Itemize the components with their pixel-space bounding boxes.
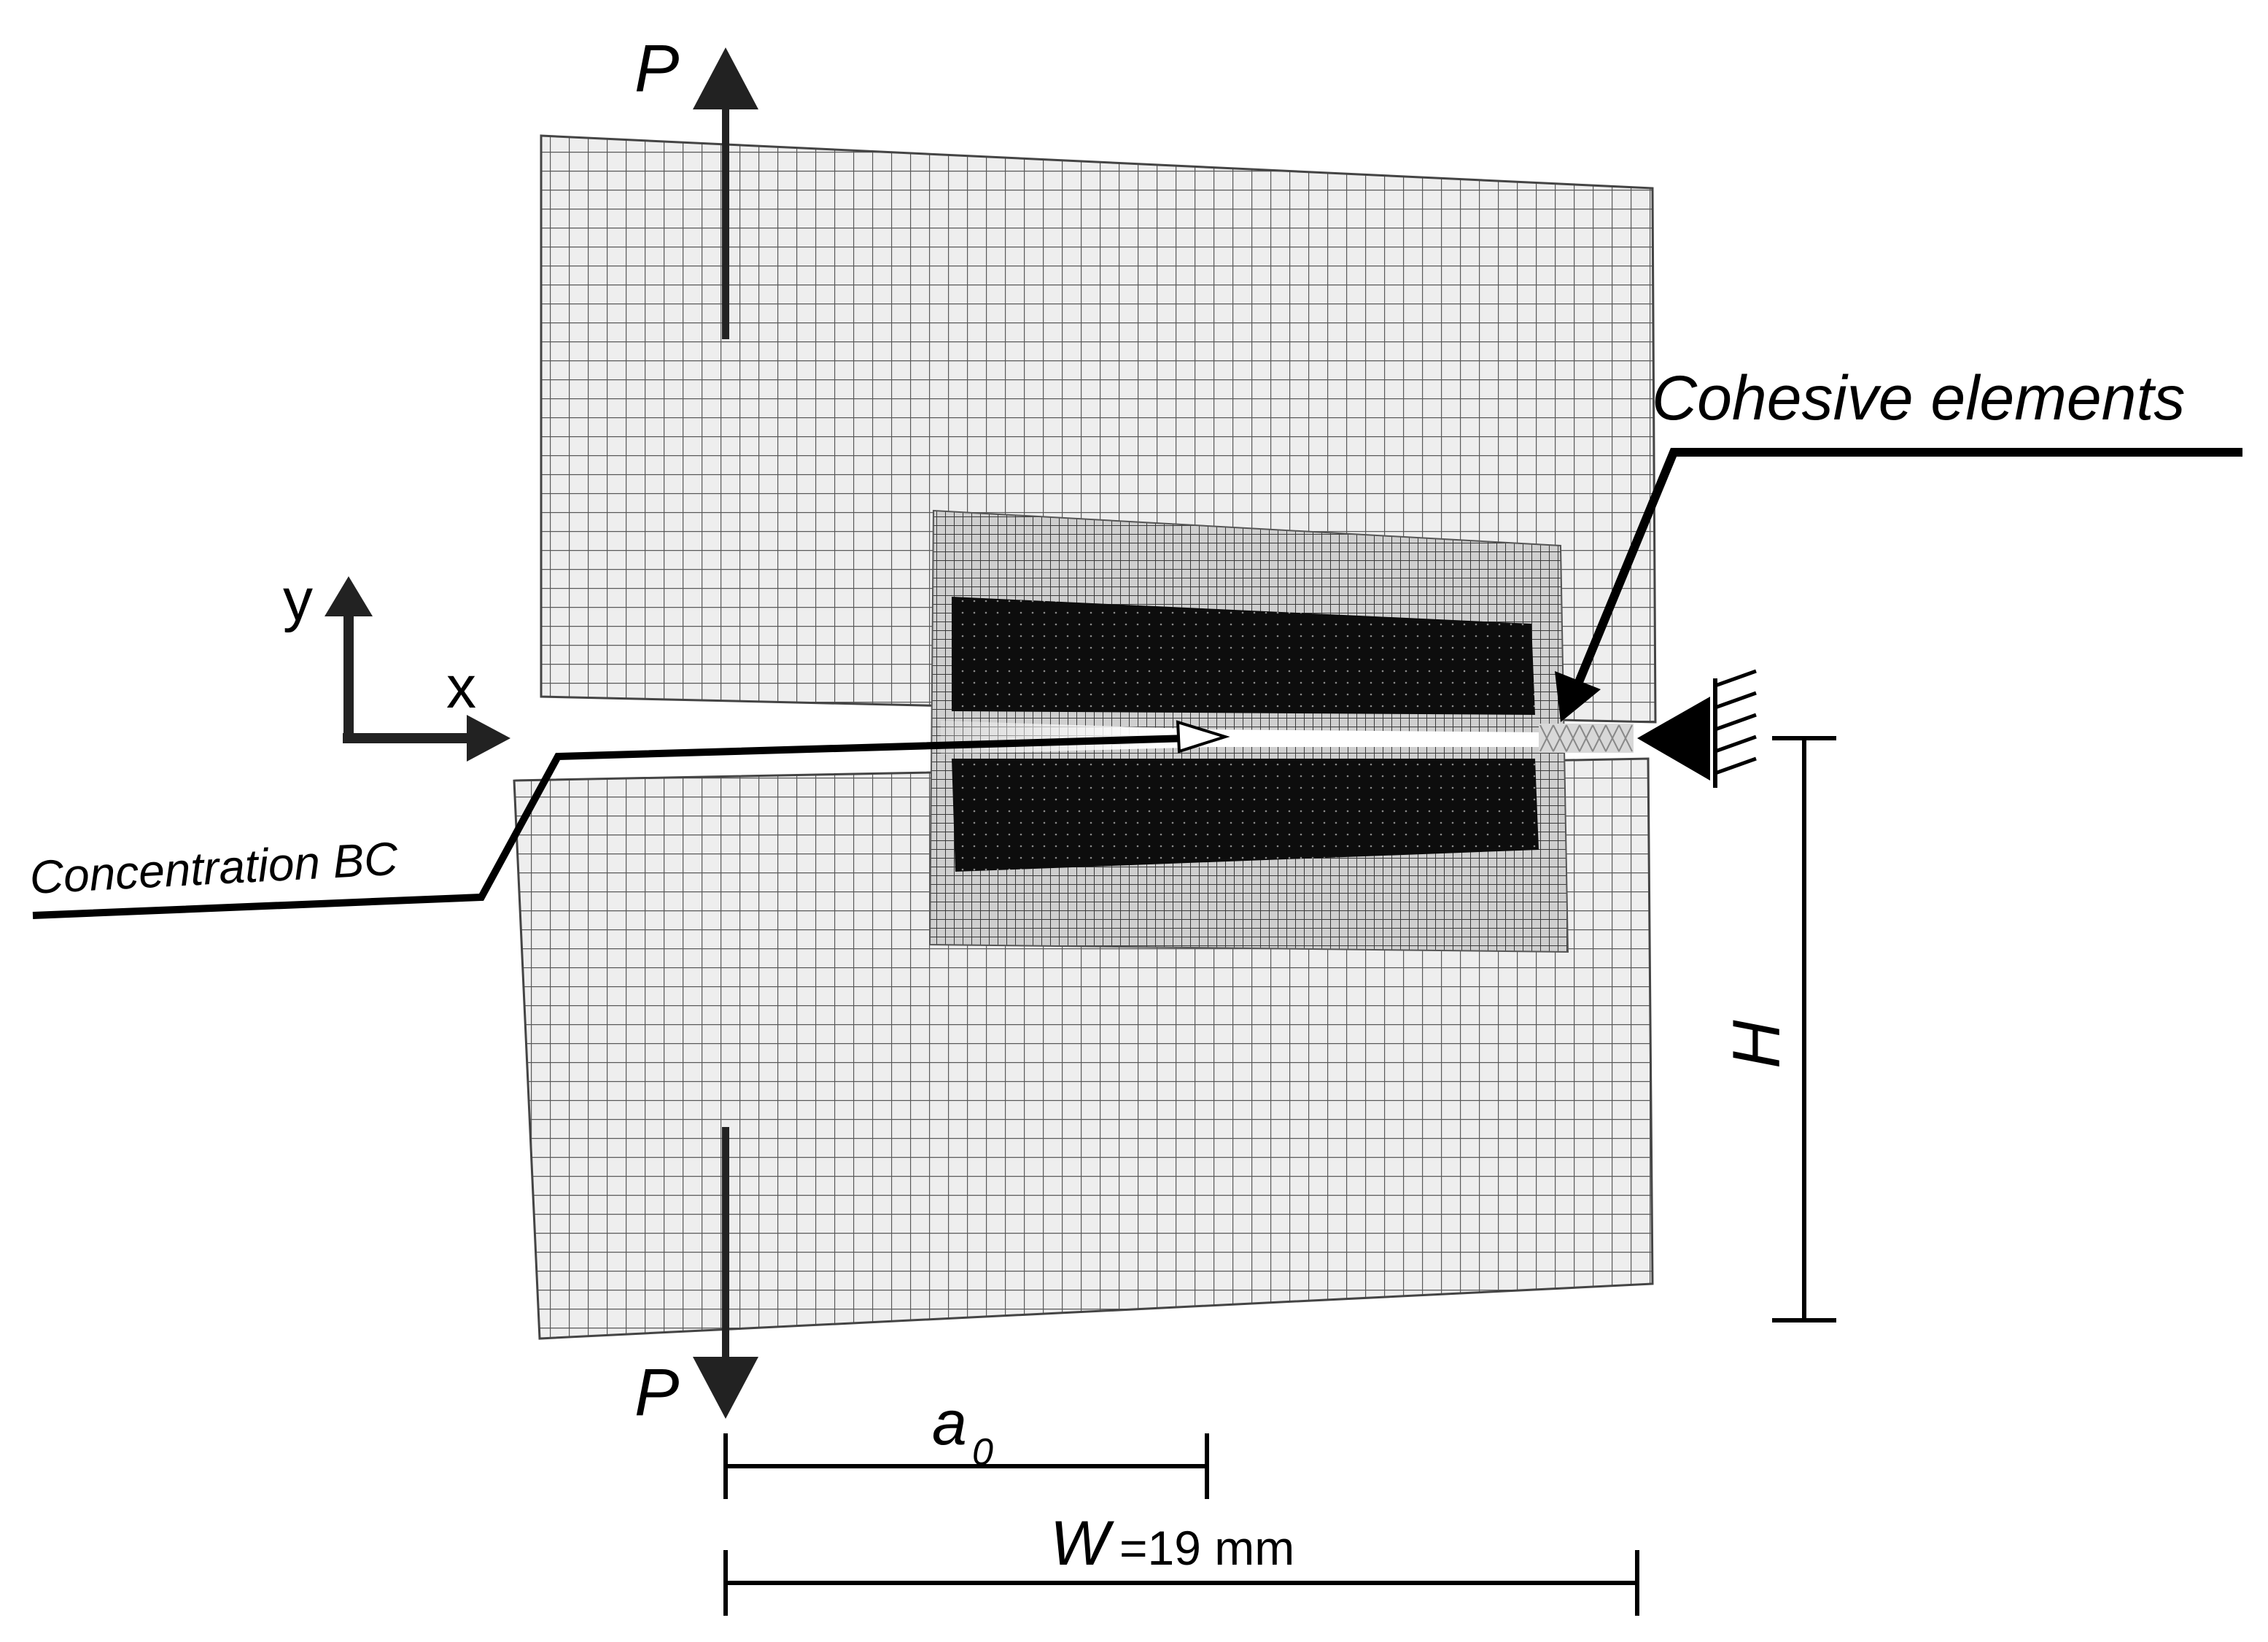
crack-length-label: a [932,1388,967,1458]
concentration-leader-line [32,720,1230,919]
width-symbol: W [1050,1509,1114,1579]
width-dimension [723,1550,1639,1616]
width-value: =19 mm [1119,1521,1294,1575]
top-load-label: P [634,31,679,106]
coordinate-axes-icon [325,576,510,762]
cohesive-elements-label: Cohesive elements [1652,363,2185,433]
height-label: H [1720,1020,1794,1069]
crack-opening [503,697,948,781]
height-dimension [1772,736,1836,1322]
cohesive-elements-band [1539,724,1634,753]
fixed-support-icon [1637,669,1757,788]
bottom-load-arrow-icon [693,1127,758,1419]
dense-mesh-lower [952,759,1539,872]
cohesive-leader-line [1555,448,2242,722]
crack-path [941,721,1546,754]
axis-x-label: x [446,654,476,721]
concentration-bc-label: Concentration BC [28,832,400,904]
crack-length-subscript: 0 [972,1431,993,1473]
top-load-arrow-icon [693,47,758,339]
dense-mesh-upper [952,597,1535,715]
crack-length-dimension [723,1433,1209,1499]
axis-y-label: y [283,567,313,633]
bottom-load-label: P [634,1355,679,1430]
